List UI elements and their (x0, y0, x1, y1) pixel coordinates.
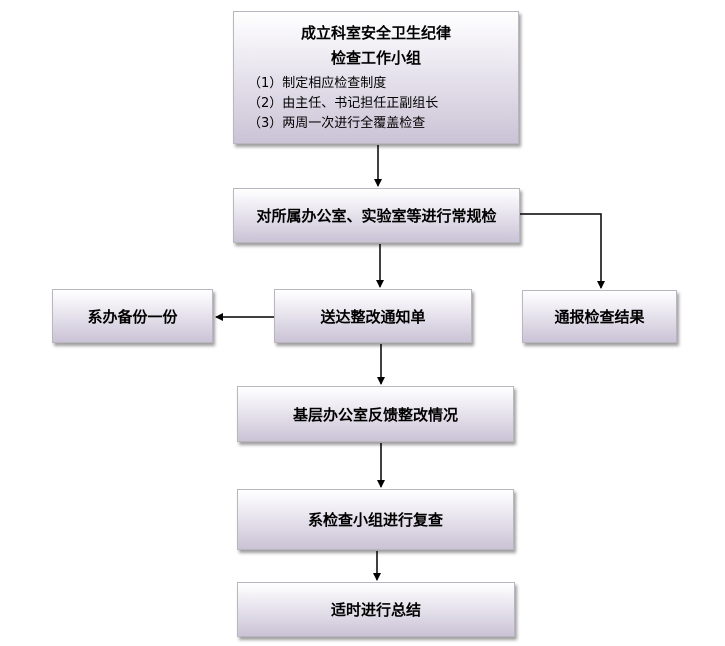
top-box-form-inspection-group: 成立科室安全卫生纪律 检查工作小组 （1）制定相应检查制度 （2）由主任、书记担… (233, 11, 519, 144)
top-box-item-list: （1）制定相应检查制度 （2）由主任、书记担任正副组长 （3）两周一次进行全覆盖… (234, 74, 518, 134)
top-box-item: （2）由主任、书记担任正副组长 (248, 96, 439, 111)
box-report: 通报检查结果 (522, 290, 677, 343)
box-recheck: 系检查小组进行复查 (237, 489, 514, 550)
top-box-title-line2: 检查工作小组 (330, 49, 421, 67)
top-box-item: （1）制定相应检查制度 (248, 76, 387, 91)
box-summary: 适时进行总结 (237, 582, 515, 637)
box-routine-check: 对所属办公室、实验室等进行常规检 (233, 188, 520, 243)
top-box-title-line1: 成立科室安全卫生纪律 (300, 24, 451, 42)
box-feedback: 基层办公室反馈整改情况 (237, 386, 514, 442)
box-backup: 系办备份一份 (52, 289, 213, 343)
arrow-routine-to-report (520, 213, 605, 289)
top-box-item: （3）两周一次进行全覆盖检查 (248, 116, 426, 131)
box-notice: 送达整改通知单 (274, 289, 472, 343)
